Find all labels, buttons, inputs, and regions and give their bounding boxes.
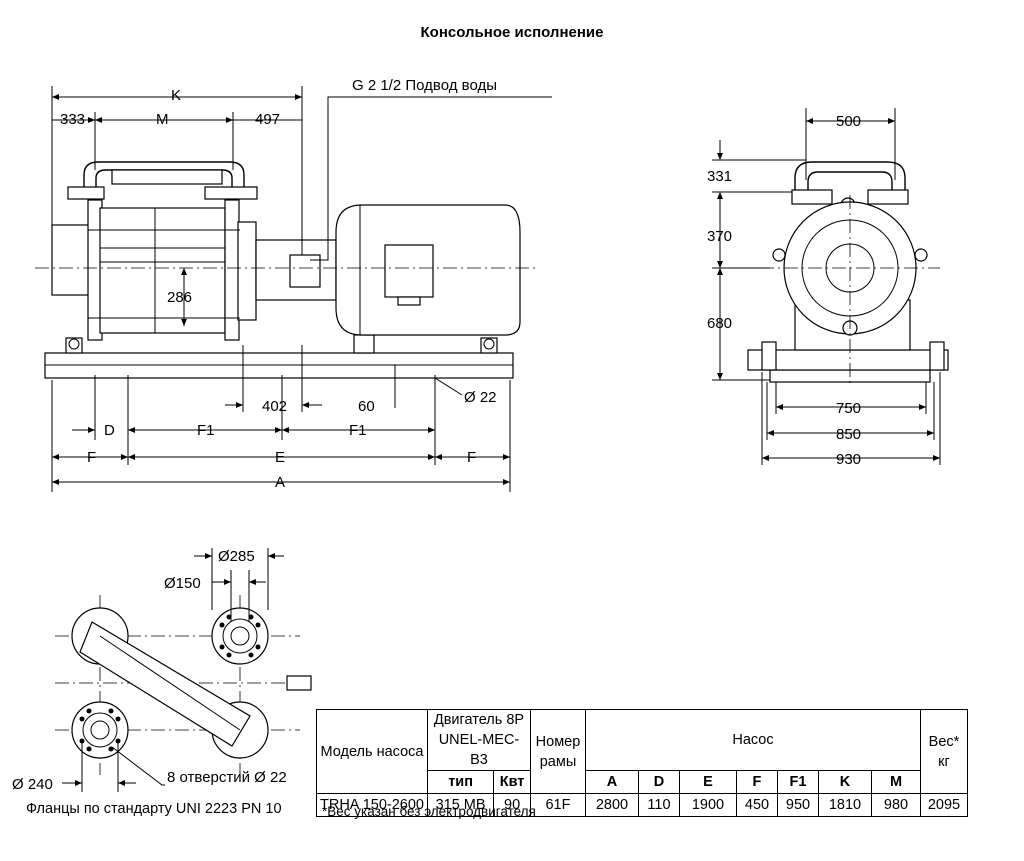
cell-weight: 2095 bbox=[919, 793, 968, 817]
header-pump: Насос bbox=[584, 709, 921, 771]
dim-F-right: F bbox=[467, 449, 476, 466]
dim-402: 402 bbox=[262, 398, 287, 415]
holes-label: 8 отверстий Ø 22 bbox=[167, 769, 287, 786]
sub-kw: Квт bbox=[493, 770, 531, 794]
hole-diameter-22: Ø 22 bbox=[464, 389, 497, 406]
cell-frame: 61F bbox=[529, 793, 586, 817]
dim-D: D bbox=[104, 422, 115, 439]
sub-F: F bbox=[735, 770, 778, 794]
dim-d285: Ø285 bbox=[218, 548, 255, 565]
sub-D: D bbox=[637, 770, 680, 794]
dim-K: K bbox=[171, 87, 181, 104]
dim-333: 333 bbox=[60, 111, 85, 128]
sub-F1: F1 bbox=[776, 770, 819, 794]
dim-286: 286 bbox=[167, 289, 192, 306]
sub-A: A bbox=[584, 770, 639, 794]
flange-standard-note: Фланцы по стандарту UNI 2223 PN 10 bbox=[26, 801, 282, 817]
dim-60: 60 bbox=[358, 398, 375, 415]
spec-table: Модель насоса Двигатель 8P UNEL-MEC-B3 Н… bbox=[316, 709, 968, 817]
cell-F: 450 bbox=[735, 793, 778, 817]
cell-model: TRHA 150-2600 bbox=[316, 793, 428, 817]
header-motor: Двигатель 8P UNEL-MEC-B3 bbox=[426, 709, 531, 771]
header-frame: Номер рамы bbox=[529, 709, 586, 794]
cell-E: 1900 bbox=[678, 793, 737, 817]
table-row: TRHA 150-2600 315 MB 90 61F 2800 110 190… bbox=[316, 793, 968, 817]
dim-680: 680 bbox=[707, 315, 732, 332]
cell-M: 980 bbox=[870, 793, 921, 817]
top-view: Ø285 Ø150 Ø 240 8 отверстий Ø 22 bbox=[12, 548, 312, 793]
sub-K: K bbox=[817, 770, 872, 794]
dim-d240: Ø 240 bbox=[12, 776, 53, 793]
side-view: 500 331 370 680 750 850 930 bbox=[707, 108, 949, 468]
sub-type: тип bbox=[426, 770, 495, 794]
dim-500: 500 bbox=[836, 113, 861, 130]
cell-D: 110 bbox=[637, 793, 680, 817]
cell-K: 1810 bbox=[817, 793, 872, 817]
sub-E: E bbox=[678, 770, 737, 794]
weight-footnote: *Вес указан без электродвигателя bbox=[322, 804, 536, 819]
sub-M: M bbox=[870, 770, 921, 794]
dim-331: 331 bbox=[707, 168, 732, 185]
cell-type: 315 MB bbox=[426, 793, 495, 817]
dim-750: 750 bbox=[836, 400, 861, 417]
dim-F-left: F bbox=[87, 449, 96, 466]
dim-F1-right: F1 bbox=[349, 422, 367, 439]
water-inlet-label: G 2 1/2 Подвод воды bbox=[352, 77, 497, 94]
cell-A: 2800 bbox=[584, 793, 639, 817]
dim-930: 930 bbox=[836, 451, 861, 468]
dim-370: 370 bbox=[707, 228, 732, 245]
dim-E: E bbox=[275, 449, 285, 466]
dim-A: A bbox=[275, 474, 285, 491]
dim-F1-left: F1 bbox=[197, 422, 215, 439]
header-weight: Вес* кг bbox=[919, 709, 968, 794]
dim-M: M bbox=[156, 111, 169, 128]
cell-F1: 950 bbox=[776, 793, 819, 817]
front-view: G 2 1/2 Подвод воды K 333 M 497 286 402 … bbox=[35, 77, 552, 492]
header-model: Модель насоса bbox=[316, 709, 428, 794]
page-title: Консольное исполнение bbox=[420, 24, 604, 41]
dim-497: 497 bbox=[255, 111, 280, 128]
cell-kw: 90 bbox=[493, 793, 531, 817]
dim-d150: Ø150 bbox=[164, 575, 201, 592]
dim-850: 850 bbox=[836, 426, 861, 443]
